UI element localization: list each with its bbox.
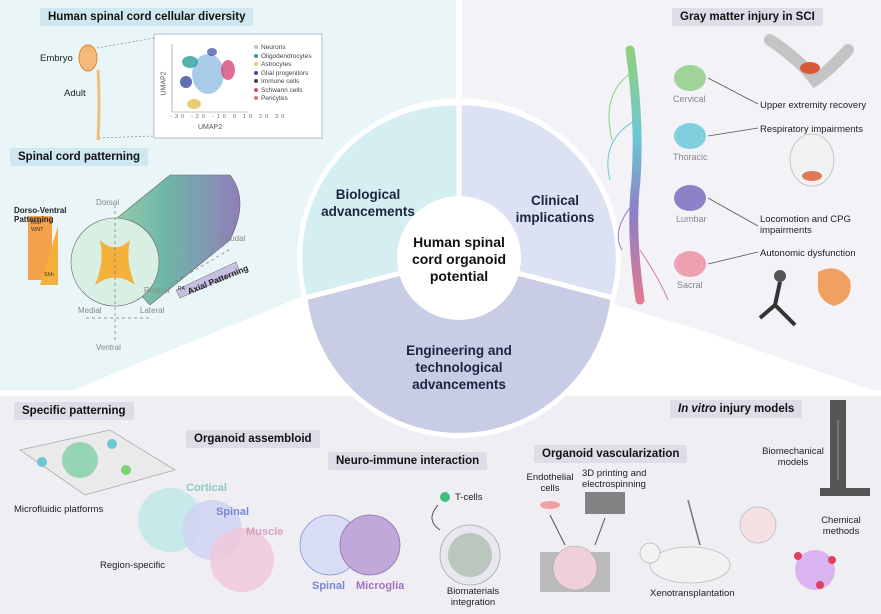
outcome-upper-extremity: Upper extremity recovery: [760, 100, 867, 111]
diversity-title: Human spinal cord cellular diversity: [40, 8, 254, 26]
ventral-label: Ventral: [96, 343, 121, 352]
outcome-connectors: [707, 77, 759, 265]
vascularization-title: Organoid vascularization: [534, 445, 688, 463]
legend-item: Oligodendrocytes: [254, 53, 312, 62]
ra-label: RA: [178, 286, 185, 292]
microfluidic-label: Microfluidic platforms: [14, 504, 104, 515]
biomechanical-label: Biomechanical models: [762, 446, 824, 468]
embryo-label: Embryo: [40, 53, 73, 64]
umap-x-tick: 30: [275, 114, 288, 120]
rostral-label: Rostral: [144, 286, 170, 295]
legend-label: Immune cells: [261, 78, 300, 85]
outcome-respiratory: Respiratory impairments: [760, 124, 863, 135]
dorsal-label: Dorsal: [96, 198, 120, 207]
umap-x-tick: -20: [190, 114, 208, 120]
chemical-label: Chemical methods: [821, 515, 861, 537]
legend-label: Glial progenitors: [261, 69, 309, 77]
legend-item: Pericytes: [254, 95, 312, 104]
segment-clinical-label: Clinical implications: [515, 193, 595, 225]
legend-dot: [254, 53, 258, 58]
legend-dot: [254, 62, 258, 66]
neuroimmune-organoids: [299, 492, 501, 586]
legend-item: Schwann cells: [254, 87, 312, 96]
dv-patterning-title: Dorso-Ventral Patterning: [14, 206, 67, 224]
umap-x-tick: -10: [211, 114, 229, 120]
lateral-label: Lateral: [140, 306, 165, 315]
tcells-label: T-cells: [455, 492, 483, 503]
umap-x-tick: 0: [232, 114, 239, 120]
medial-label: Medial: [78, 306, 102, 315]
bmp-label: BMP: [31, 220, 43, 226]
region-sacral: Sacral: [677, 280, 703, 290]
adult-label: Adult: [64, 88, 86, 99]
specific-patterning-title: Specific patterning: [14, 402, 134, 420]
biomechanical-device: [820, 400, 870, 496]
legend-item: Immune cells: [254, 78, 312, 87]
segment-engineering: [302, 255, 616, 438]
outcome-autonomic: Autonomic dysfunction: [760, 248, 856, 259]
legend-dot: [254, 70, 258, 75]
umap-y-label: UMAP2: [160, 71, 168, 96]
patterning-title: Spinal cord patterning: [10, 148, 149, 166]
spine-illustration: [607, 45, 669, 305]
microglia-label: Microglia: [356, 580, 405, 592]
legend-label: Pericytes: [261, 95, 288, 102]
legend-item: Astrocytes: [254, 61, 312, 70]
segment-biological-label: Biological advancements: [321, 187, 415, 219]
xenotransplantation-label: Xenotransplantation: [650, 588, 735, 599]
region-specific-label: Region-specific: [100, 560, 165, 571]
umap-clusters: [180, 48, 235, 109]
region-thoracic: Thoracic: [673, 152, 708, 162]
legend-item: Neurons: [254, 44, 312, 53]
umap-x-tick: -30: [170, 114, 187, 120]
printing-label: 3D printing and electrospinning: [582, 468, 647, 490]
muscle-label: Muscle: [246, 526, 284, 538]
legend-label: Neurons: [261, 44, 286, 51]
spinal-label-assembloid: Spinal: [216, 506, 250, 518]
segment-engineering-label: Engineering and technological advancemen…: [406, 343, 512, 392]
invitro-title-rest: injury models: [716, 403, 795, 415]
region-lumbar: Lumbar: [676, 214, 707, 224]
segment-cross-sections: [674, 65, 706, 277]
endothelial-label: Endothelial cells: [526, 472, 574, 494]
legend-dot: [254, 96, 258, 100]
chemical-organoid: [794, 550, 836, 590]
caudal-label: Caudal: [220, 234, 246, 243]
outcome-locomotion: Locomotion and CPG impairments: [760, 214, 851, 236]
spinal-label-neuro: Spinal: [312, 580, 346, 592]
legend-label: Schwann cells: [261, 86, 303, 94]
neuro-immune-title: Neuro-immune interaction: [328, 452, 488, 470]
legend-dot: [254, 45, 258, 49]
legend-label: Astrocytes: [261, 61, 292, 68]
embryo-illustration: [78, 37, 155, 141]
center-title: Human spinal cord organoid potential: [411, 234, 507, 284]
umap-x-label: UMAP2: [198, 124, 223, 131]
invitro-title: In vitro injury models: [670, 400, 803, 418]
assembloid-organoids: [138, 488, 274, 592]
invitro-title-em: In vitro: [678, 403, 717, 415]
biomaterials-label: Biomaterials integration: [446, 586, 500, 608]
gray-matter-title: Gray matter injury in SCI: [672, 8, 823, 26]
umap-x-tick: 10: [242, 114, 256, 120]
legend-item: Glial progenitors: [254, 70, 312, 79]
legend-dot: [254, 79, 258, 83]
region-cervical: Cervical: [673, 94, 706, 104]
legend-label: Oligodendrocytes: [261, 52, 312, 60]
microfluidic-chip: [19, 429, 176, 496]
umap-x-tick: 20: [259, 114, 272, 120]
legend-dot: [254, 87, 258, 92]
body-illustrations: [758, 34, 854, 327]
assembloid-title: Organoid assembloid: [186, 430, 320, 448]
mouse-illustration: [639, 499, 777, 584]
spinal-cylinder: [28, 174, 241, 340]
cortical-label: Cortical: [186, 482, 227, 494]
vascularization-illustration: [540, 492, 625, 592]
shh-label: Shh: [44, 272, 54, 278]
wnt-label: WNT: [31, 227, 44, 233]
